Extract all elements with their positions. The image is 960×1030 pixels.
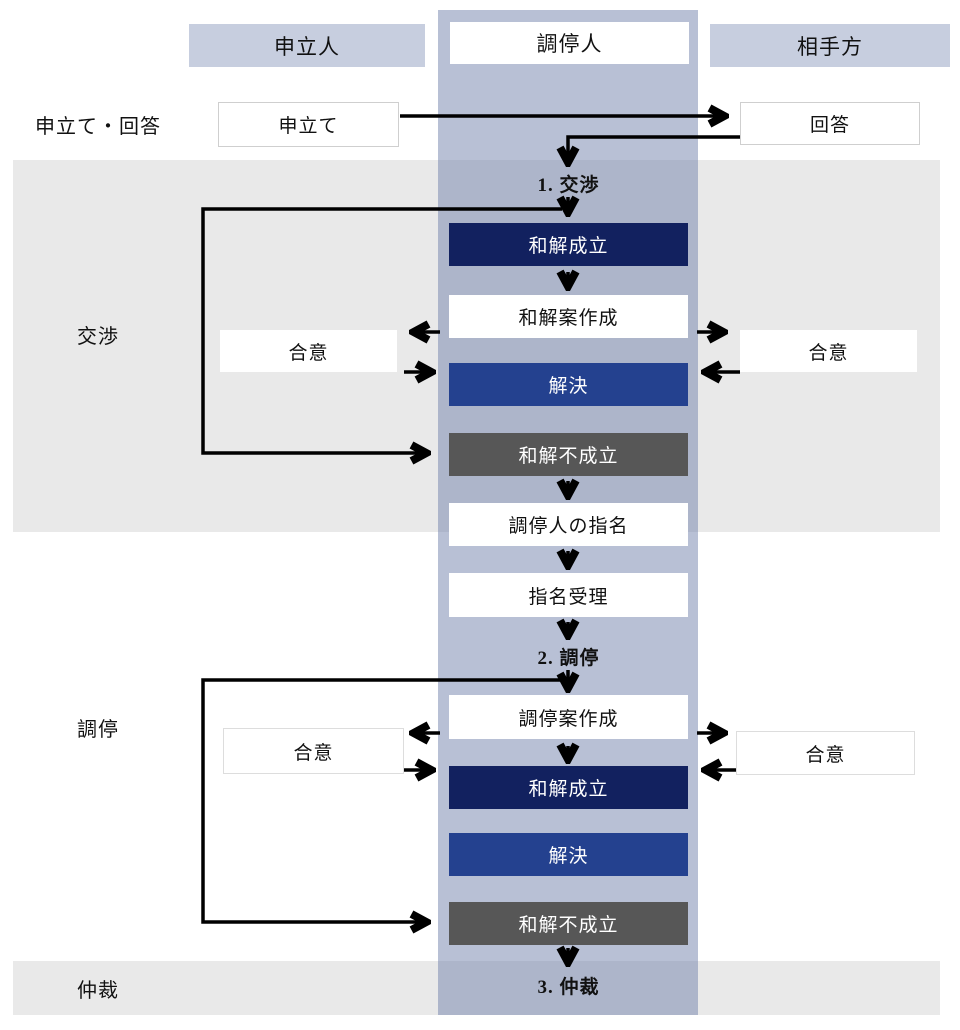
arrow-phase1-to-no-settlement1	[201, 207, 562, 453]
node-phase3: 3. 仲裁	[537, 976, 600, 998]
node-resolution1: 解決	[449, 363, 688, 406]
node-application: 申立て	[218, 102, 399, 147]
node-agreement-left1: 合意	[220, 330, 397, 372]
node-mediator-nomination: 調停人の指名	[449, 503, 688, 546]
node-agreement-left2: 合意	[223, 728, 404, 774]
node-draft-mediation: 調停案作成	[449, 695, 688, 739]
node-phase2: 2. 調停	[537, 647, 600, 669]
node-nomination-acceptance: 指名受理	[449, 573, 688, 617]
node-resolution2: 解決	[449, 833, 688, 876]
column-header-respondent: 相手方	[710, 24, 950, 67]
node-phase1: 1. 交渉	[537, 174, 600, 196]
node-answer: 回答	[740, 102, 920, 145]
node-no-settlement2: 和解不成立	[449, 902, 688, 945]
node-no-settlement1: 和解不成立	[449, 433, 688, 476]
arrow-answer-to-phase1	[568, 135, 740, 160]
column-header-applicant: 申立人	[189, 24, 425, 67]
phase-label-filing: 申立て・回答	[35, 115, 161, 138]
column-header-mediator: 調停人	[450, 22, 689, 64]
phase-label-negotiation: 交渉	[77, 325, 119, 348]
phase-label-mediation: 調停	[77, 718, 119, 741]
node-agreement-right1: 合意	[740, 330, 917, 372]
node-draft-settlement: 和解案作成	[449, 295, 688, 338]
arrow-phase2-to-no-settlement2	[201, 678, 562, 922]
node-agreement-right2: 合意	[736, 731, 915, 775]
node-settlement2: 和解成立	[449, 766, 688, 809]
phase-label-arbitration: 仲裁	[77, 979, 119, 1002]
node-settlement1: 和解成立	[449, 223, 688, 266]
